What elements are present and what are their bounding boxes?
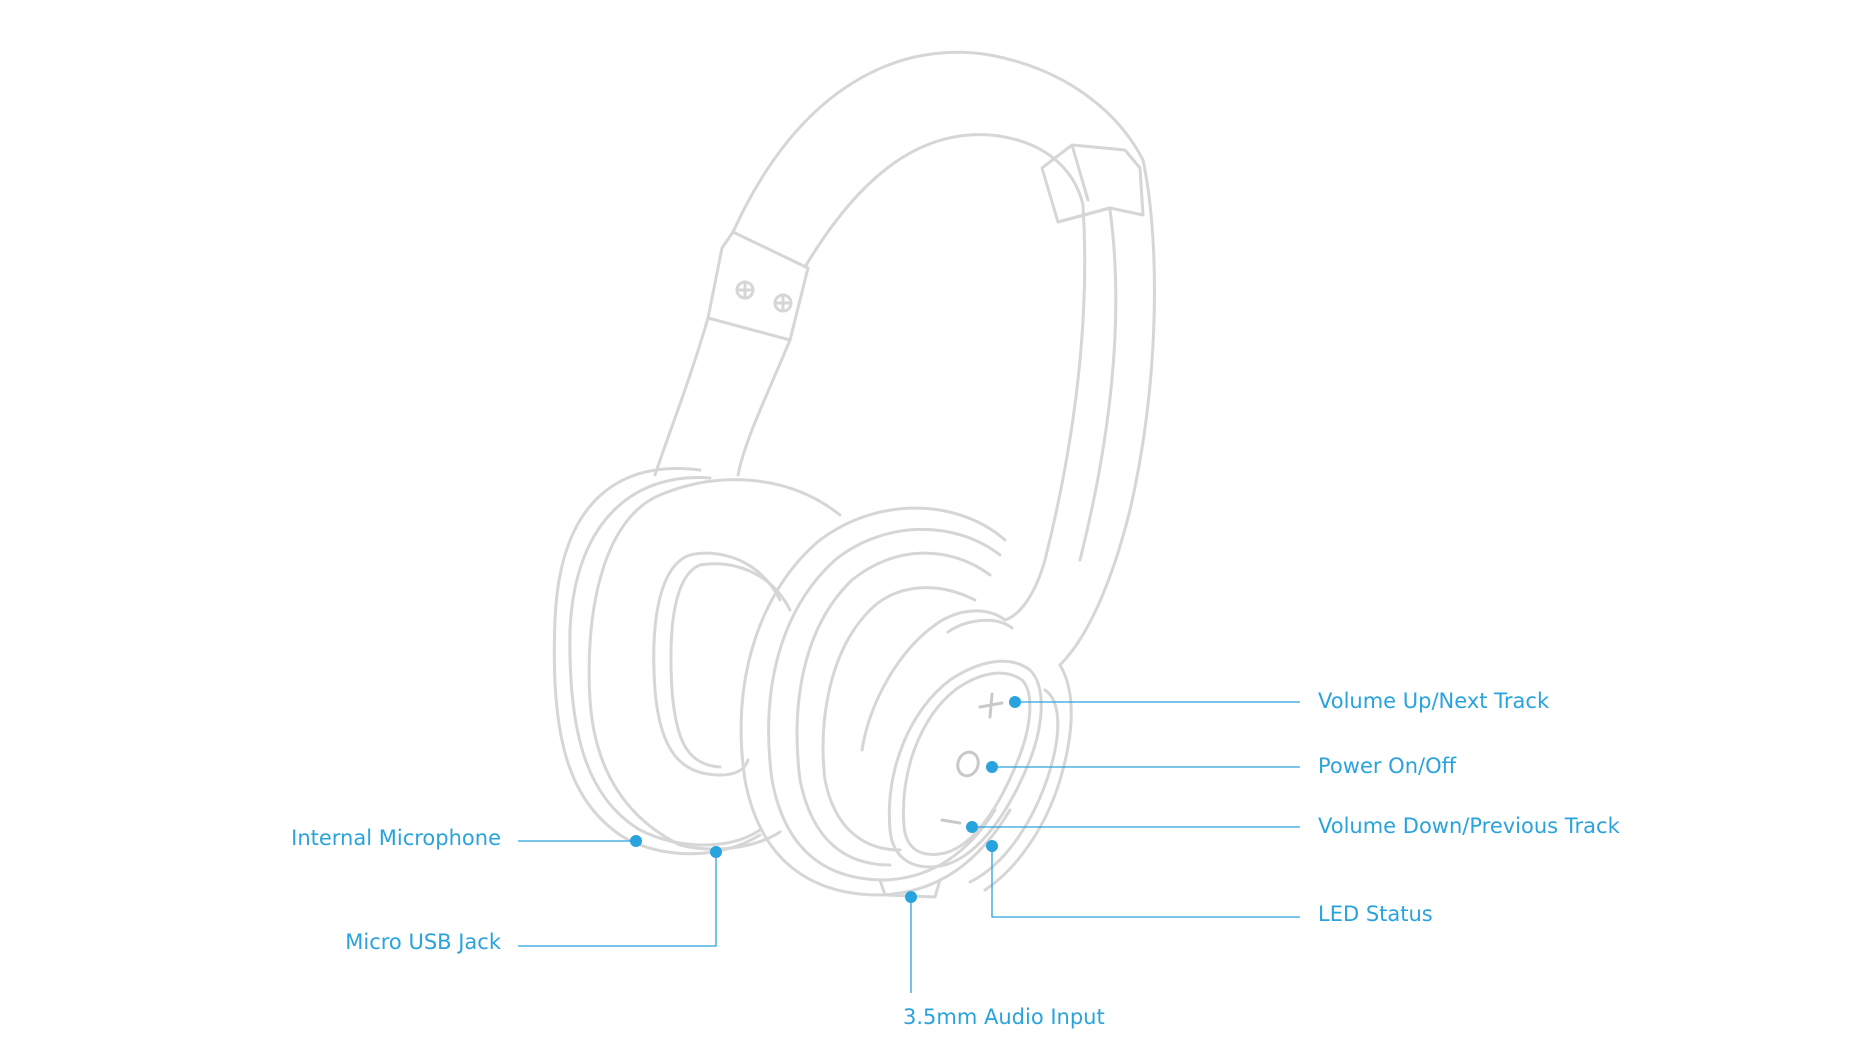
label-volume-up: Volume Up/Next Track [1318,689,1550,713]
control-panel-outer [887,659,1043,869]
callouts: Volume Up/Next Track Power On/Off Volume… [291,689,1620,1029]
right-slider-block [1040,143,1145,224]
callout-led: LED Status [986,840,1433,926]
headband-right-outer [1058,158,1156,667]
headband-right-inner [1003,203,1087,622]
headband-right-mid [1078,208,1118,562]
label-led: LED Status [1318,902,1433,926]
power-icon [956,750,980,778]
headband-inner [803,133,1085,269]
label-usb: Micro USB Jack [345,930,502,954]
label-audio-input: 3.5mm Audio Input [903,1005,1105,1029]
left-arm-outer [653,316,710,477]
callout-volume-down: Volume Down/Previous Track [966,814,1621,838]
control-panel-inner [901,671,1032,856]
marker-microphone [630,835,642,847]
marker-usb [710,846,722,858]
marker-audio-input [905,891,917,903]
right-earcup-pad-edge [821,586,977,852]
marker-power [986,761,998,773]
control-glyphs [940,692,1004,825]
right-yoke [860,609,1007,752]
marker-volume-down [966,821,978,833]
label-power: Power On/Off [1318,754,1457,778]
left-slider-screw-1 [735,280,755,300]
callout-usb: Micro USB Jack [345,846,722,954]
right-earcup-mid [767,527,1002,882]
minus-icon [940,818,962,825]
left-earcup-pad [587,478,842,851]
callout-power: Power On/Off [986,754,1457,778]
callout-audio-input: 3.5mm Audio Input [903,891,1105,1029]
plus-icon [978,692,1004,719]
left-slider-block [706,230,810,342]
left-earcup-rim [568,475,762,847]
marker-volume-up [1009,696,1021,708]
right-earcup-inner [795,551,992,867]
callout-volume-up: Volume Up/Next Track [1009,689,1550,713]
marker-led [986,840,998,852]
headband-outer [731,50,1145,234]
left-earcup-opening [652,551,782,777]
leader-led [991,846,1300,918]
label-microphone: Internal Microphone [291,826,501,850]
headphones-illustration [552,50,1156,899]
left-earcup-outer [552,467,762,856]
leader-usb [518,852,717,947]
right-earcup-outer [739,506,1012,897]
label-volume-down: Volume Down/Previous Track [1318,814,1621,838]
left-slider-screw-2 [773,293,793,313]
left-arm-inner [736,338,792,477]
callout-microphone: Internal Microphone [291,826,642,850]
